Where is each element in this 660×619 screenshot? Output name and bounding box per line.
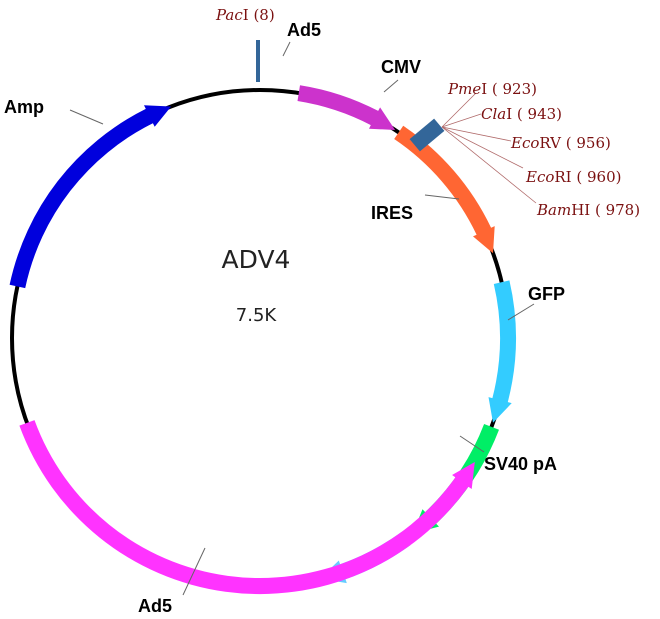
site-label-ecorv: EcoRV ( 956): [510, 134, 611, 152]
feature-leaders: [69, 41, 535, 596]
site-label-pmei: PmeI ( 923): [447, 80, 537, 98]
site-label-clai: ClaI ( 943): [481, 105, 562, 123]
feature-label-ires: IRES: [371, 203, 413, 223]
plasmid-size: 7.5K: [236, 305, 278, 326]
feature-arrow-amp: [9, 105, 172, 289]
site-label-ecori: EcoRI ( 960): [525, 168, 621, 186]
site-leaders: [441, 92, 537, 204]
site-label-paci: PacI (8): [215, 6, 275, 24]
paci-site-marker: [256, 40, 260, 82]
feature-label-cmv: CMV: [381, 57, 421, 77]
feature-label-ad5-right: Ad5: [138, 596, 172, 616]
feature-arrow-ires: [488, 280, 516, 423]
feature-arrow-ad5-right: [19, 420, 475, 595]
feature-label-ad5-left: Ad5: [287, 20, 321, 40]
feature-label-sv40: SV40 pA: [484, 454, 557, 474]
feature-arcs: [9, 85, 516, 595]
feature-label-amp: Amp: [4, 97, 44, 117]
feature-label-gfp: GFP: [528, 284, 565, 304]
feature-arrow-cmv: [394, 125, 495, 254]
plasmid-name: ADV4: [222, 245, 291, 274]
site-label-bamhi: BamHI ( 978): [536, 201, 640, 219]
mcs-site-block: [409, 118, 445, 152]
feature-arrow-ad5-left: [297, 85, 396, 130]
